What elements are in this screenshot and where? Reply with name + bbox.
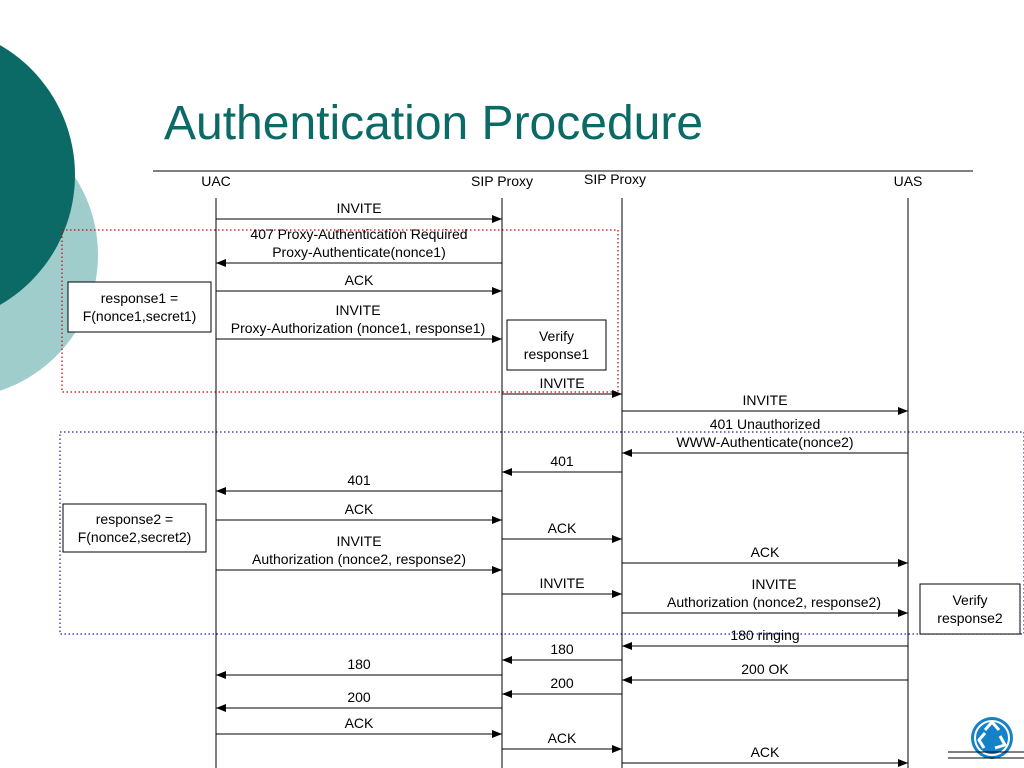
- message-label: INVITE: [336, 533, 381, 549]
- message-label: 180: [347, 656, 371, 672]
- proxy-auth-region: [61, 229, 619, 393]
- lifeline-label-uac: UAC: [201, 173, 231, 189]
- message-label: WWW-Authenticate(nonce2): [676, 434, 853, 450]
- message-label: Authorization (nonce2, response2): [252, 551, 466, 567]
- message-label: INVITE: [539, 375, 584, 391]
- message-label: ACK: [751, 544, 780, 560]
- message-22: ACK: [502, 730, 622, 753]
- message-label: 200: [347, 689, 371, 705]
- message-label: 200: [550, 675, 574, 691]
- notes-layer: response1 = F(nonce1,secret1) Verify respon…: [62, 281, 1021, 635]
- lifeline-label-uas: UAS: [894, 173, 923, 189]
- message-2: ACK: [216, 272, 502, 295]
- message-label: ACK: [345, 272, 374, 288]
- www-auth-region: [59, 431, 1024, 635]
- regions-layer: [59, 229, 1024, 635]
- message-label: 200 OK: [741, 661, 789, 677]
- message-label: INVITE: [336, 200, 381, 216]
- message-label: INVITE: [335, 302, 380, 318]
- message-9: ACK: [216, 501, 502, 524]
- message-label: ACK: [751, 744, 780, 760]
- note-line: response2 =: [96, 511, 173, 527]
- message-21: ACK: [216, 715, 502, 738]
- message-label: 401: [550, 453, 574, 469]
- message-12: INVITE Authorization (nonce2, response2): [216, 533, 502, 574]
- message-8: 401: [216, 472, 502, 495]
- message-label: Proxy-Authorization (nonce1, response1): [231, 320, 485, 336]
- message-label: ACK: [548, 730, 577, 746]
- message-19: 200: [502, 675, 622, 698]
- message-label: 180: [550, 641, 574, 657]
- message-20: 200: [216, 689, 502, 712]
- message-16: 180: [502, 641, 622, 664]
- message-label: 407 Proxy-Authentication Required: [250, 226, 467, 242]
- lifeline-label-proxy2: SIP Proxy: [584, 171, 646, 187]
- message-1: 407 Proxy-Authentication RequiredProxy-A…: [216, 226, 502, 267]
- message-11: ACK: [622, 544, 908, 567]
- message-10: ACK: [502, 520, 622, 543]
- decor-circle-dark: [0, 45, 75, 305]
- message-18: 200 OK: [622, 661, 908, 684]
- note-line: response1 =: [101, 290, 178, 306]
- note-line: response1: [524, 346, 590, 362]
- note-line: F(nonce1,secret1): [83, 308, 197, 324]
- message-13: INVITE: [502, 575, 622, 598]
- note-line: F(nonce2,secret2): [78, 529, 192, 545]
- message-3: INVITE Proxy-Authorization (nonce1, respo…: [216, 302, 502, 343]
- message-15: 180 ringing: [622, 627, 908, 650]
- note-box: [919, 583, 1021, 635]
- message-label: INVITE: [742, 392, 787, 408]
- lifelines-layer: UAC SIP Proxy SIP Proxy UAS: [201, 171, 922, 768]
- message-label: ACK: [548, 520, 577, 536]
- note-verify1: Verify response1: [506, 319, 607, 371]
- message-label: ACK: [345, 501, 374, 517]
- message-4: INVITE: [502, 375, 622, 398]
- message-label: INVITE: [751, 576, 796, 592]
- message-17: 180: [216, 656, 502, 679]
- slide-title: Authentication Procedure: [164, 97, 704, 150]
- note-box: [506, 319, 607, 371]
- note-box: [67, 281, 212, 333]
- message-label: ACK: [345, 715, 374, 731]
- messages-layer: INVITE 407 Proxy-Authentication RequiredP…: [216, 200, 908, 767]
- message-label: Authorization (nonce2, response2): [667, 594, 881, 610]
- note-line: response2: [937, 610, 1003, 626]
- message-23: ACK: [622, 744, 908, 767]
- message-14: INVITE Authorization (nonce2, response2): [622, 576, 908, 617]
- note-response1: response1 = F(nonce1,secret1): [67, 281, 212, 333]
- message-7: 401: [502, 453, 622, 476]
- note-response2: response2 = F(nonce2,secret2): [62, 503, 207, 553]
- message-label: 180 ringing: [730, 627, 799, 643]
- note-line: Verify: [952, 592, 987, 608]
- message-5: INVITE: [622, 392, 908, 415]
- note-box: [62, 503, 207, 553]
- message-label: 401 Unauthorized: [710, 416, 821, 432]
- lifeline-label-proxy1: SIP Proxy: [471, 173, 533, 189]
- note-line: Verify: [539, 328, 574, 344]
- message-0: INVITE: [216, 200, 502, 223]
- note-verify2: Verify response2: [919, 583, 1021, 635]
- message-label: 401: [347, 472, 371, 488]
- message-label: Proxy-Authenticate(nonce1): [272, 244, 446, 260]
- message-label: INVITE: [539, 575, 584, 591]
- recycle-logo-icon: [948, 717, 1024, 759]
